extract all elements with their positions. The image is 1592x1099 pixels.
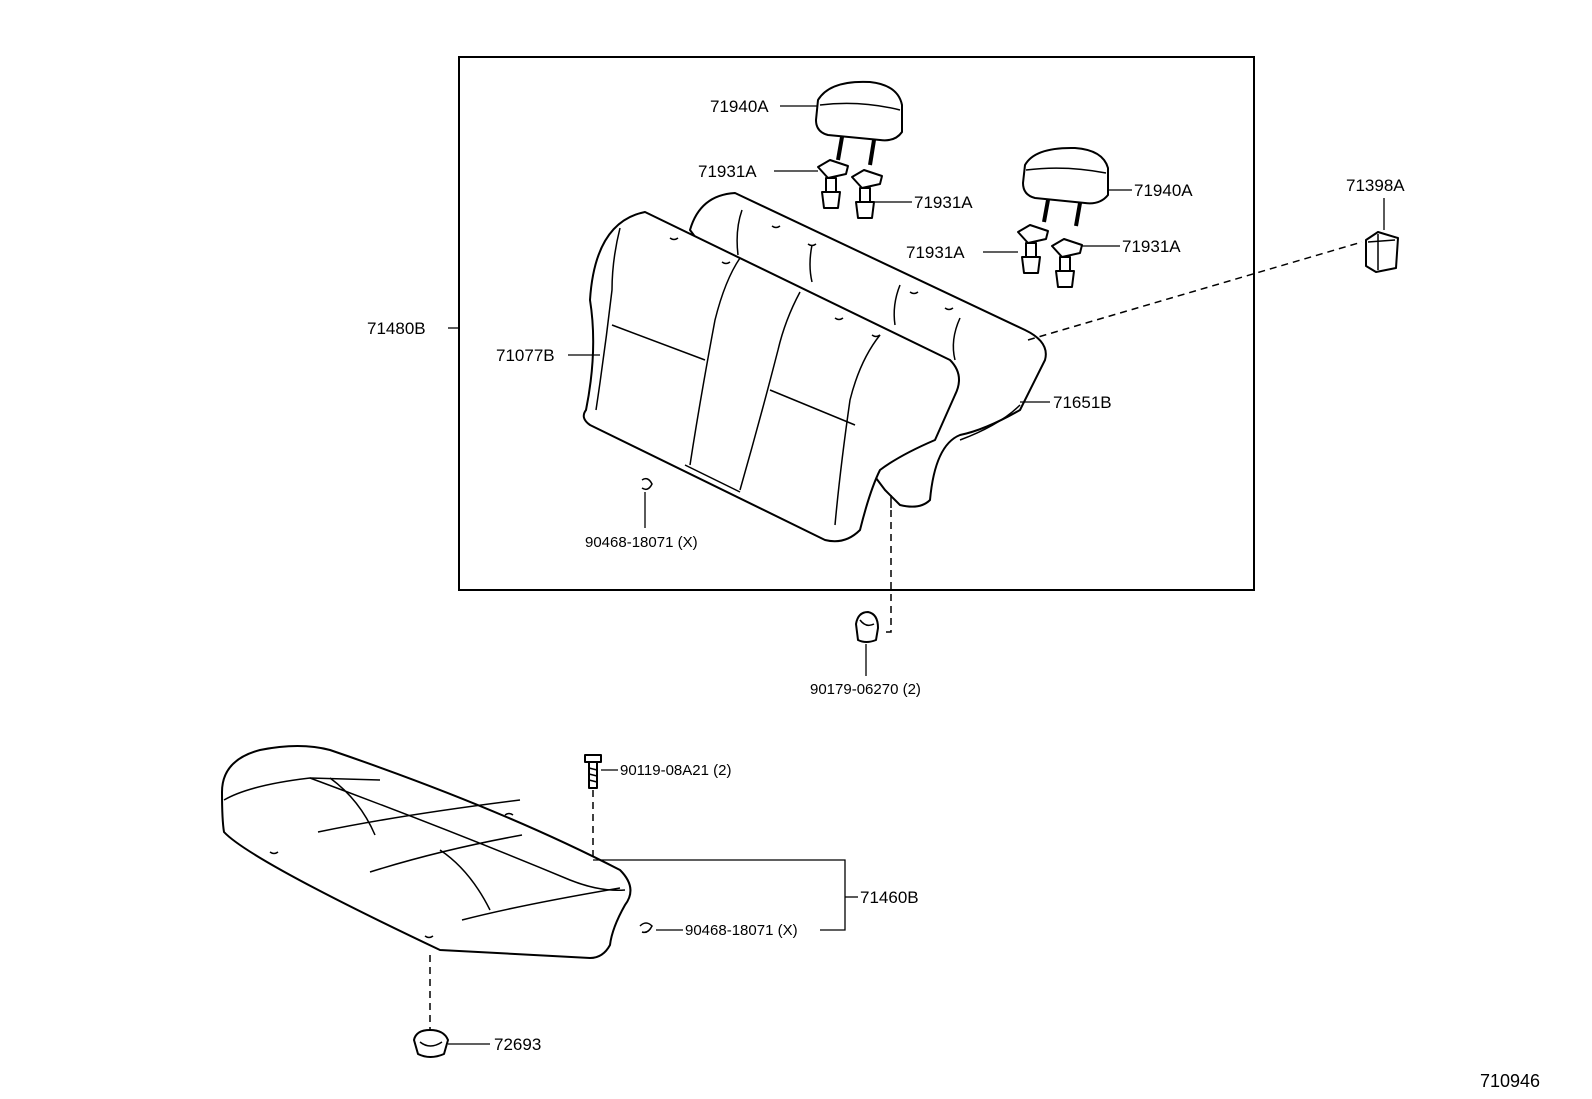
leader-lines <box>448 105 1132 931</box>
hog-ring-lower <box>639 922 683 934</box>
label-seatback-cover-left: 71077B <box>496 346 555 365</box>
label-seatback-assy: 71480B <box>367 319 426 338</box>
label-headrest-right: 71940A <box>1134 181 1193 200</box>
label-clip: 72693 <box>494 1035 541 1054</box>
label-cushion-assy: 71460B <box>860 888 919 907</box>
label-hog-ring-lower: 90468-18071 (X) <box>685 922 798 939</box>
grommet-part <box>855 495 892 676</box>
label-headrest-left: 71940A <box>710 97 769 116</box>
hook-part <box>1027 198 1399 341</box>
seatback-left-section <box>582 211 960 543</box>
headrest-support-tl <box>817 159 849 209</box>
hog-ring-upper <box>641 477 653 528</box>
label-seatback-cover-right: 71651B <box>1053 393 1112 412</box>
label-grommet: 90179-06270 (2) <box>810 681 921 698</box>
seatback-group-frame <box>458 56 1255 591</box>
bolt-part <box>584 754 618 858</box>
headrest-right <box>1022 146 1109 227</box>
label-support-bl: 71931A <box>906 243 965 262</box>
figure-number: 710946 <box>1480 1071 1540 1091</box>
label-support-br: 71931A <box>1122 237 1181 256</box>
label-support-tr: 71931A <box>914 193 973 212</box>
label-support-tl: 71931A <box>698 162 757 181</box>
label-hook: 71398A <box>1346 176 1405 195</box>
headrest-left <box>815 80 903 166</box>
label-bolt: 90119-08A21 (2) <box>620 762 731 779</box>
headrest-support-tr <box>851 169 883 219</box>
headrest-support-br <box>1051 238 1083 288</box>
clip-part <box>413 955 490 1058</box>
headrest-support-bl <box>1017 224 1049 274</box>
seat-cushion <box>221 745 632 959</box>
label-hog-ring-upper: 90468-18071 (X) <box>585 534 698 551</box>
